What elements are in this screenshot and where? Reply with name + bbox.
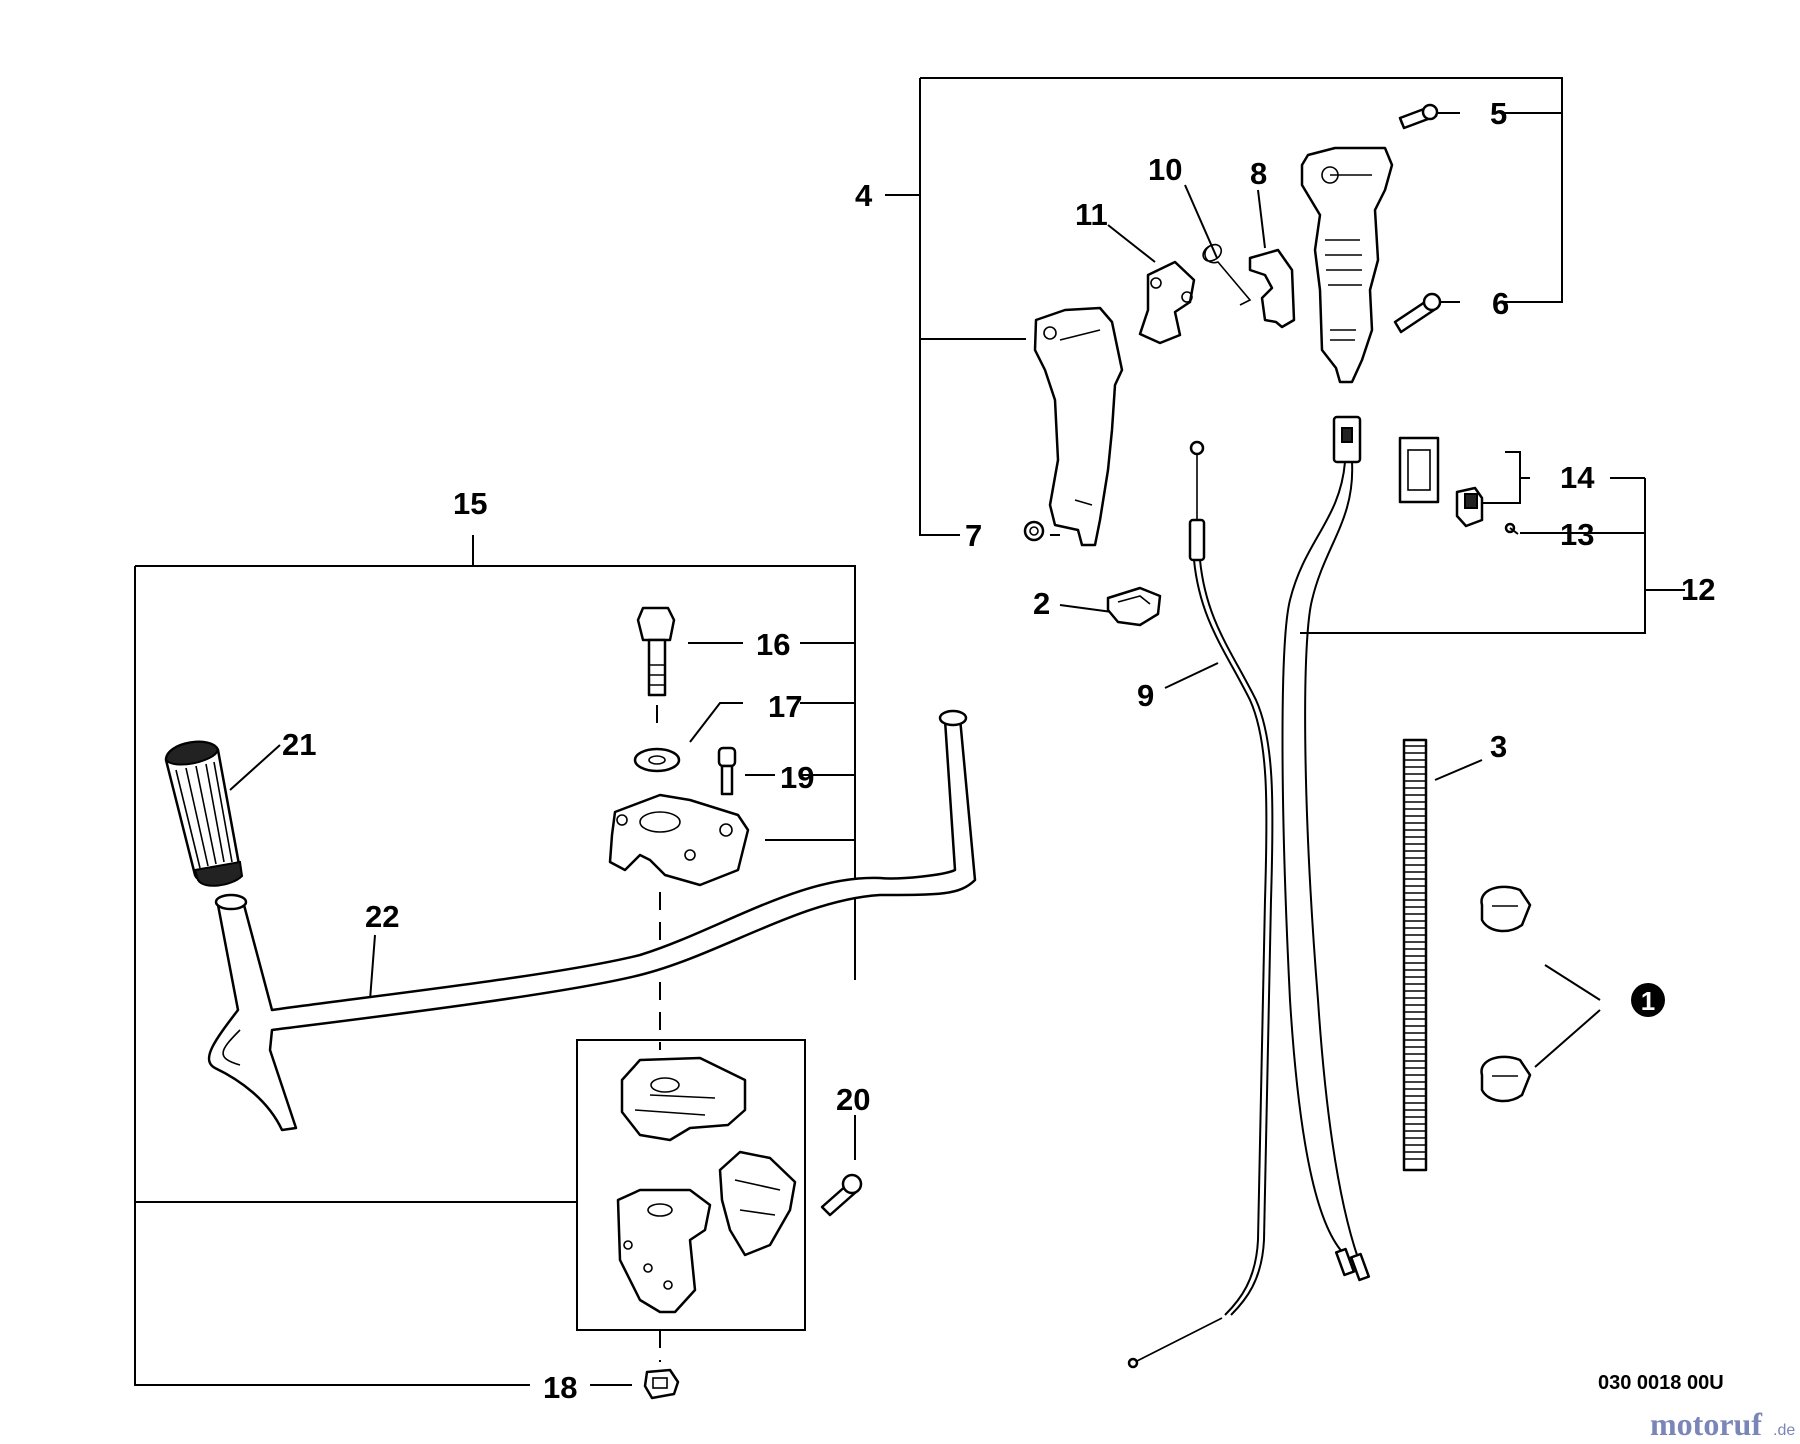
callout-17: 17 <box>768 689 802 724</box>
reference-1-badge <box>1631 983 1665 1017</box>
decal-14-drawing <box>1398 436 1484 528</box>
callout-6: 6 <box>1492 286 1509 321</box>
reference-code: 030 0018 00U <box>1598 1372 1724 1394</box>
callout-21: 21 <box>282 727 316 762</box>
screw-6-drawing <box>1393 292 1442 334</box>
callout-12: 12 <box>1681 572 1715 607</box>
screw-20-drawing <box>820 1173 863 1217</box>
screw-13-drawing <box>1504 522 1519 535</box>
spring-10-drawing <box>1202 243 1252 306</box>
callout-5: 5 <box>1490 96 1507 131</box>
washer-17-drawing <box>633 747 681 773</box>
callout-4: 4 <box>855 178 873 213</box>
tube-3-drawing <box>1402 738 1428 1172</box>
callout-20: 20 <box>836 1082 870 1117</box>
watermark-brand: motoruf <box>1650 1406 1762 1442</box>
callout-9: 9 <box>1137 678 1154 713</box>
watermark-suffix: .de <box>1773 1422 1795 1439</box>
bolt-16-drawing <box>636 606 676 697</box>
nut-18-drawing <box>643 1368 680 1400</box>
callout-1: 1 <box>1641 986 1655 1016</box>
callout-8: 8 <box>1250 156 1267 191</box>
callout-14: 14 <box>1560 460 1595 495</box>
handlebar-assembly-bracket <box>134 535 856 1386</box>
callout-16: 16 <box>756 627 790 662</box>
cable-9-drawing <box>1127 440 1274 1369</box>
callout-15: 15 <box>453 486 487 521</box>
handle-half-left-drawing <box>1033 306 1124 547</box>
nut-7-drawing <box>1023 520 1045 542</box>
callout-11: 11 <box>1075 197 1108 232</box>
callout-10: 10 <box>1148 152 1182 187</box>
lever-11-drawing <box>1138 260 1196 345</box>
callout-19: 19 <box>780 760 814 795</box>
switch-kit-bracket <box>1300 451 1685 634</box>
trigger-8-drawing <box>1248 248 1296 329</box>
clips-1-drawing <box>1480 885 1532 1103</box>
callout-7: 7 <box>965 518 982 553</box>
handle-assembly-bracket <box>885 77 1563 536</box>
grip-21-drawing <box>164 740 244 887</box>
clamp-lower-drawing <box>616 1056 797 1314</box>
callout-18: 18 <box>543 1370 577 1405</box>
switch-wires-drawing <box>1281 415 1371 1282</box>
clamp-upper-drawing <box>608 793 750 887</box>
clip-2-drawing <box>1106 586 1162 627</box>
screw-5-drawing <box>1398 103 1439 130</box>
callout-2: 2 <box>1033 586 1050 621</box>
callout-22: 22 <box>365 899 399 934</box>
callout-3: 3 <box>1490 729 1507 764</box>
handlebar-22-drawing <box>207 709 977 1132</box>
screw-19-drawing <box>717 746 737 796</box>
callout-13: 13 <box>1560 517 1594 552</box>
handle-half-right-drawing <box>1300 146 1394 384</box>
